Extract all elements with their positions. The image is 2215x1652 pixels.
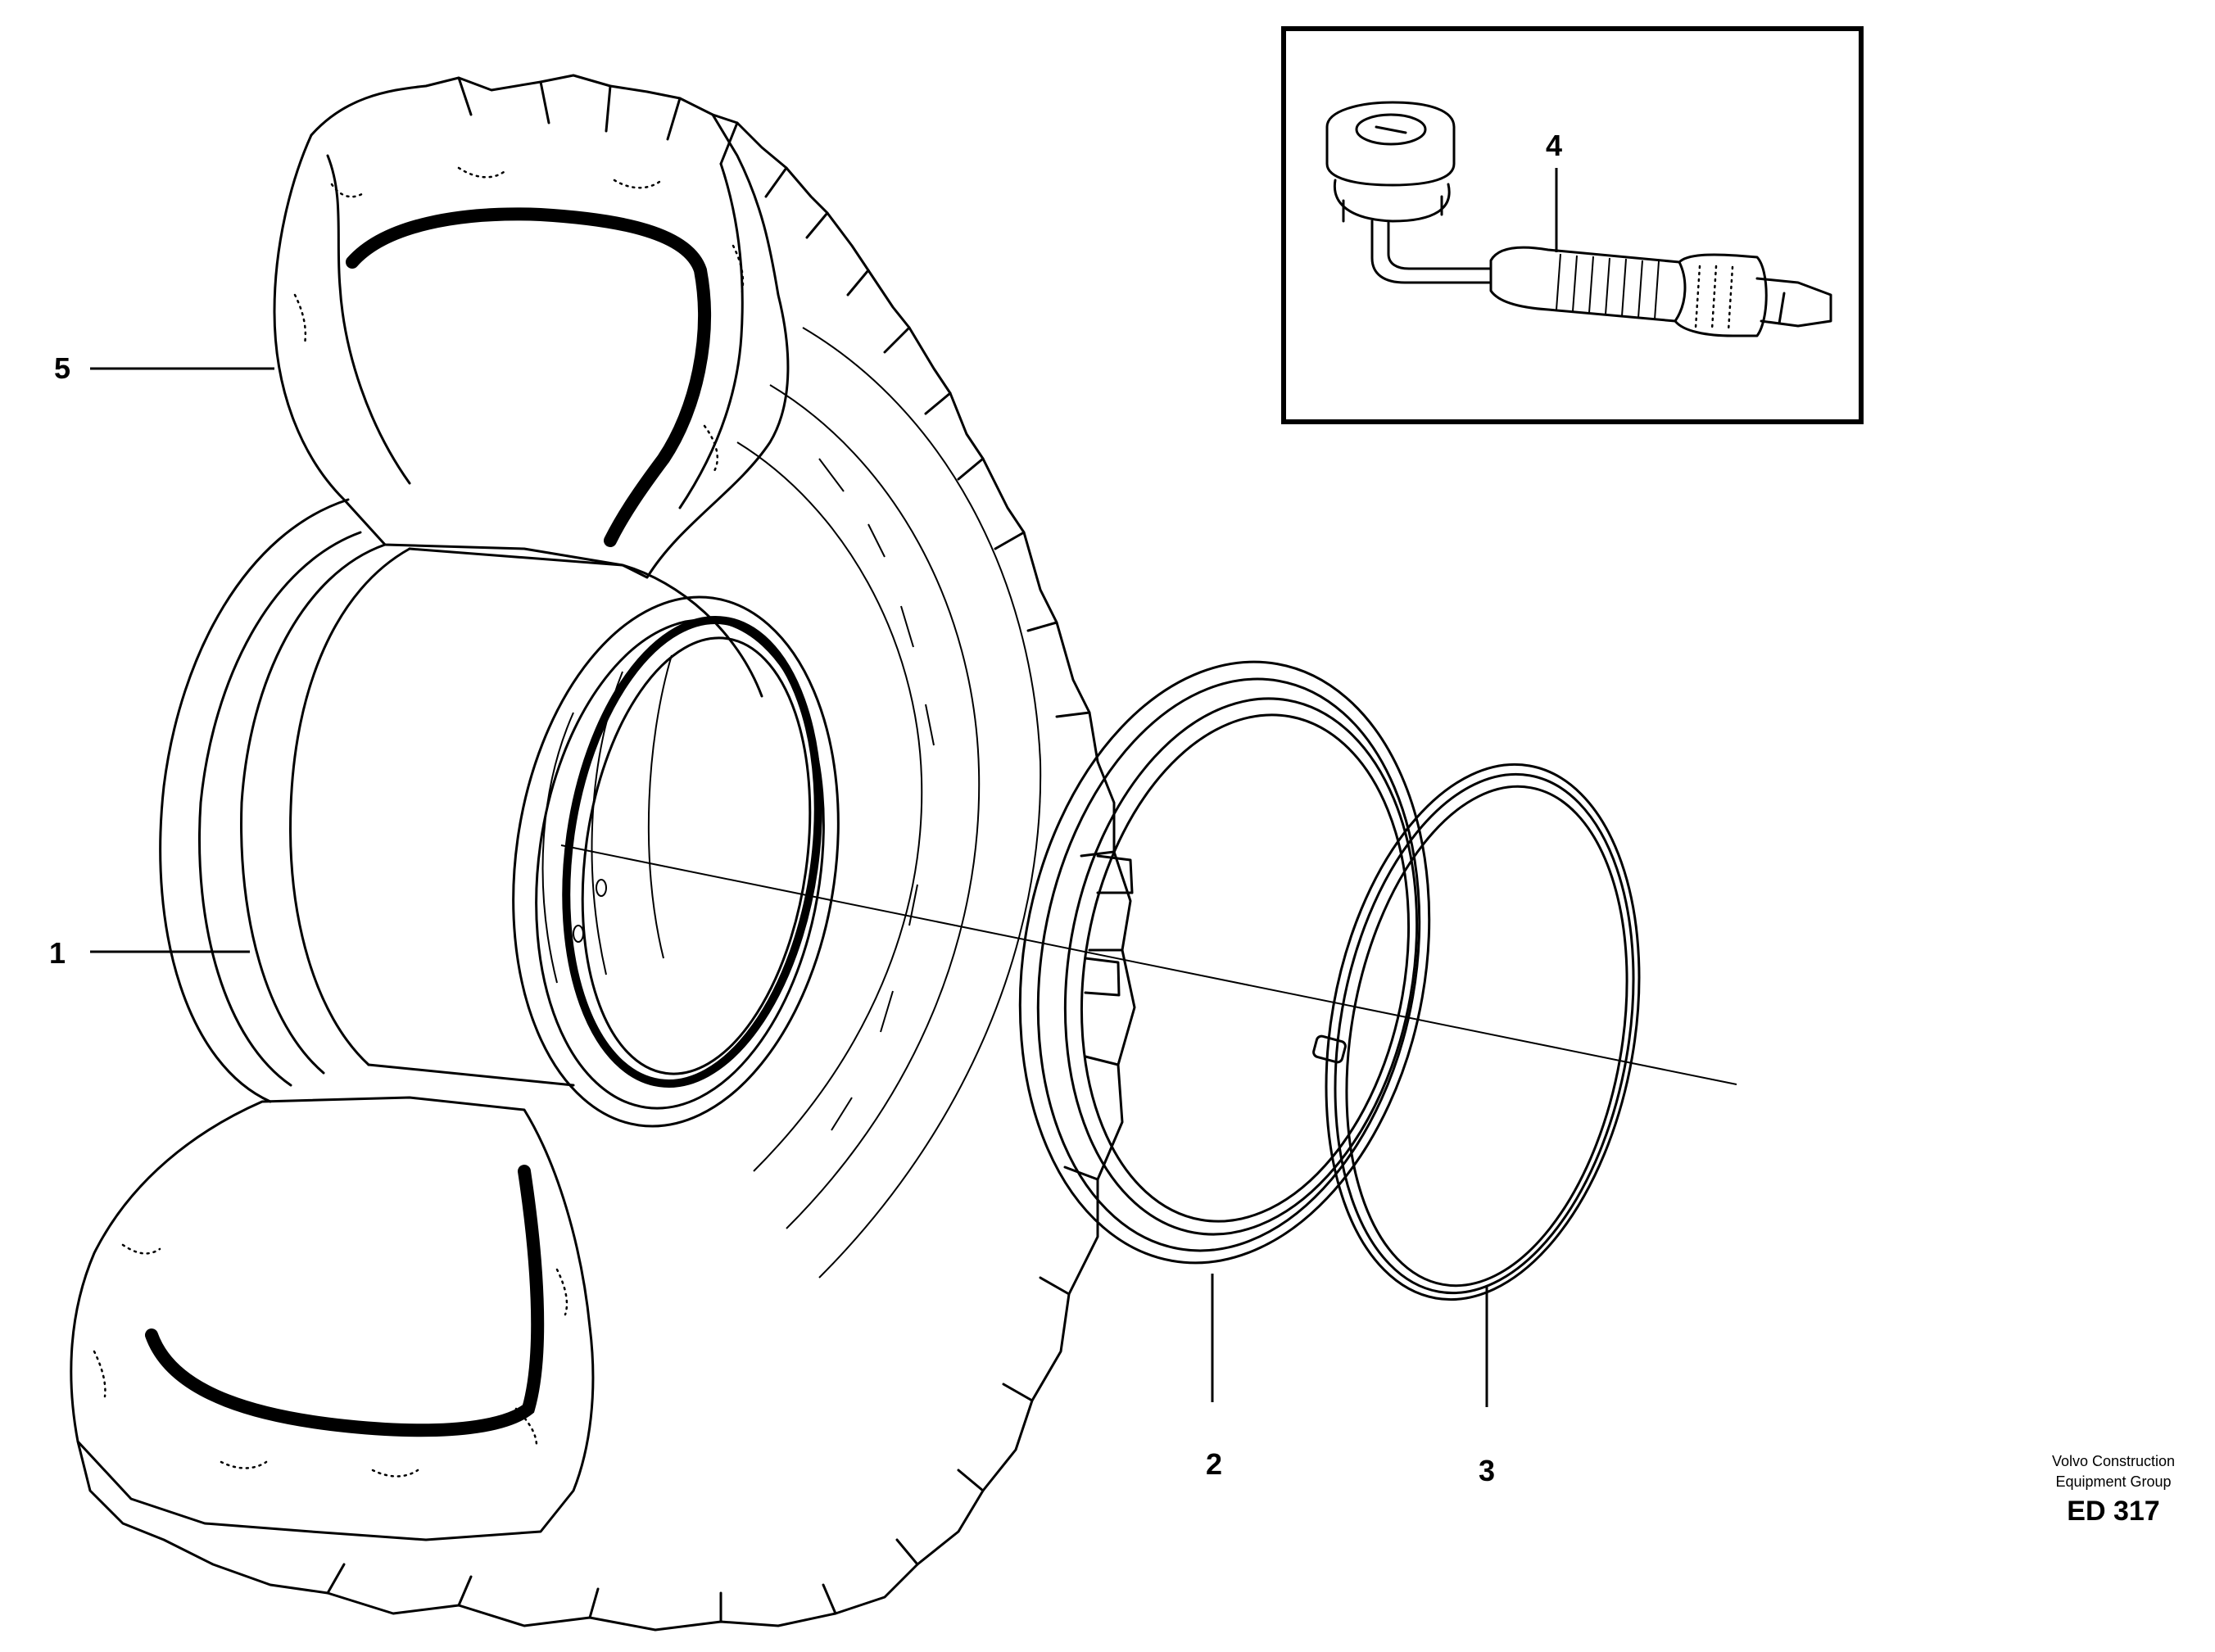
- valve-cap-icon: [1325, 101, 1456, 187]
- rim: [159, 498, 840, 1128]
- credit-line-1: Volvo Construction: [2052, 1453, 2175, 1469]
- callout-5: 5: [54, 351, 70, 385]
- rim-bolt-hole: [596, 879, 607, 897]
- tyre-rubber-texture: [93, 166, 745, 1478]
- callout-1: 1: [49, 936, 66, 970]
- credit-line-2: Equipment Group: [2055, 1473, 2171, 1490]
- tyre-outer-tread: [76, 74, 1136, 1632]
- callout-3: 3: [1479, 1454, 1495, 1487]
- assembly-axis: [560, 844, 1737, 1085]
- valve-inset: [1281, 26, 1864, 424]
- rim-inner-ring-outer: [512, 595, 840, 1128]
- tyre-upper-section: [273, 113, 790, 579]
- callout-4: 4: [1546, 129, 1562, 162]
- lock-ring-joint: [1312, 1034, 1347, 1064]
- valve-coupling: [1674, 253, 1768, 337]
- valve-extension: [1489, 246, 1687, 323]
- inset-frame: [1281, 26, 1864, 424]
- rim-bead-seat: [562, 616, 822, 1088]
- tyre-upper-inner-liner: [346, 207, 711, 547]
- tyre: [70, 74, 1136, 1632]
- callout-2: 2: [1206, 1447, 1222, 1481]
- tyre-lower-section: [70, 1096, 595, 1541]
- rim-outer-flange: [159, 498, 350, 1103]
- valve-stem: [1370, 220, 1493, 284]
- rim-bolt-hole: [573, 925, 584, 943]
- drawing-code: ED 317: [2067, 1496, 2159, 1527]
- tyre-lower-inner-liner: [145, 1165, 545, 1437]
- bead-seat-ring: [1018, 660, 1431, 1265]
- lock-ring: [1312, 763, 1641, 1301]
- rim-barrel: [367, 547, 763, 1087]
